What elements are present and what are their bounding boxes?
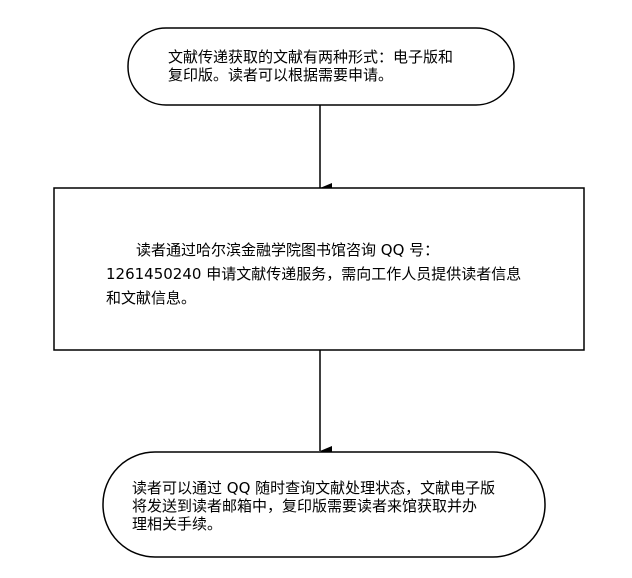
- text-line: 文献传递获取的文献有两种形式：电子版和: [168, 48, 454, 66]
- text-line: 读者通过哈尔滨金融学院图书馆咨询 QQ 号：: [106, 241, 440, 259]
- step-2-text: 读者通过哈尔滨金融学院图书馆咨询 QQ 号： 1261450240 申请文献传递…: [106, 238, 521, 310]
- start-terminal-shape: [127, 27, 515, 106]
- step-3-text: 读者可以通过 QQ 随时查询文献处理状态，文献电子版 将发送到读者邮箱中，复印版…: [132, 479, 495, 533]
- text-line: 1261450240 申请文献传递服务，需向工作人员提供读者信息: [106, 265, 522, 283]
- text-line: 将发送到读者邮箱中，复印版需要读者来馆获取并办: [132, 497, 478, 515]
- step-1-text: 文献传递获取的文献有两种形式：电子版和 复印版。读者可以根据需要申请。: [168, 48, 453, 84]
- text-line: 复印版。读者可以根据需要申请。: [168, 66, 394, 84]
- text-line: 和文献信息。: [106, 289, 197, 307]
- process-box-shape: [53, 187, 585, 351]
- text-line: 读者可以通过 QQ 随时查询文献处理状态，文献电子版: [132, 479, 496, 497]
- text-line: 理相关手续。: [132, 515, 223, 533]
- end-terminal-shape: [102, 451, 546, 558]
